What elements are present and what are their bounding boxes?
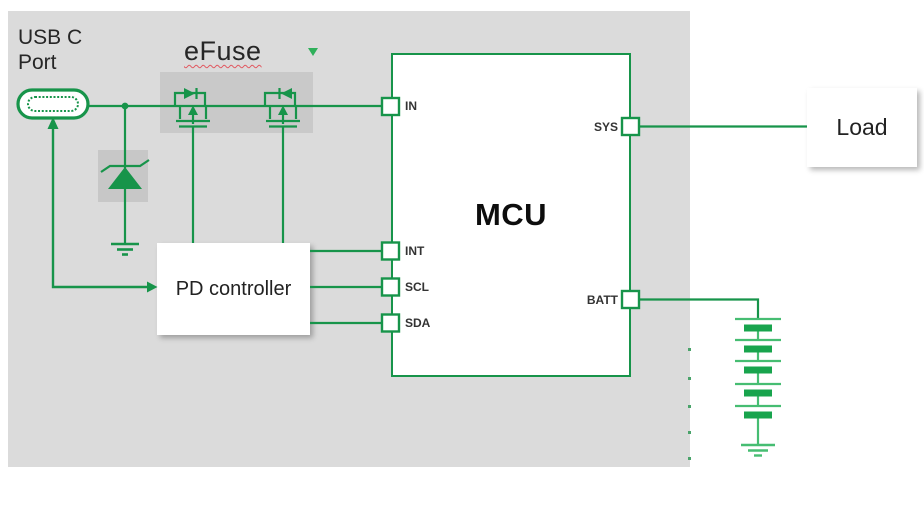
tvs-diode-icon[interactable] (100, 159, 150, 256)
efuse-label[interactable]: eFuse (184, 36, 262, 66)
wires (88, 104, 807, 325)
pin-batt-square[interactable] (620, 289, 641, 310)
junction-dot (121, 102, 129, 110)
load-label: Load (836, 114, 888, 140)
gray-area-edge-dots (688, 348, 691, 460)
pin-label-scl: SCL (405, 280, 429, 294)
arrowhead-right-icon (147, 281, 158, 293)
pd-controller-block[interactable]: PD controller (157, 243, 310, 335)
pin-scl-square[interactable] (380, 277, 401, 297)
battery-cells-icon[interactable] (735, 317, 781, 457)
usb-port-label[interactable]: USB C Port (18, 26, 83, 74)
efuse-highlight-box (160, 72, 313, 133)
cc-line-arrow[interactable] (47, 117, 158, 293)
pin-label-batt: BATT (586, 293, 618, 307)
pin-label-sda: SDA (405, 316, 431, 330)
pin-int-square[interactable] (380, 241, 401, 261)
pin-in-square[interactable] (380, 96, 401, 117)
pin-sys-square[interactable] (620, 116, 641, 137)
mcu-block[interactable]: MCU (391, 53, 631, 377)
dropdown-arrow-icon[interactable] (308, 48, 318, 56)
ground-icon (111, 242, 139, 256)
load-block[interactable]: Load (807, 88, 917, 167)
pd-controller-label: PD controller (175, 277, 292, 300)
mcu-label: MCU (474, 197, 548, 232)
mosfet-icon-2[interactable] (263, 88, 300, 128)
arrowhead-up-icon (47, 117, 59, 129)
pin-label-in: IN (405, 99, 417, 113)
ground-icon (741, 443, 775, 457)
pin-label-sys: SYS (593, 120, 618, 134)
usb-c-receptacle-icon[interactable] (16, 88, 90, 120)
pin-label-int: INT (405, 244, 425, 258)
mosfet-icon-1[interactable] (173, 88, 210, 128)
mcu-pins (380, 96, 641, 333)
pin-sda-square[interactable] (380, 313, 401, 333)
wire-batt (640, 298, 760, 319)
